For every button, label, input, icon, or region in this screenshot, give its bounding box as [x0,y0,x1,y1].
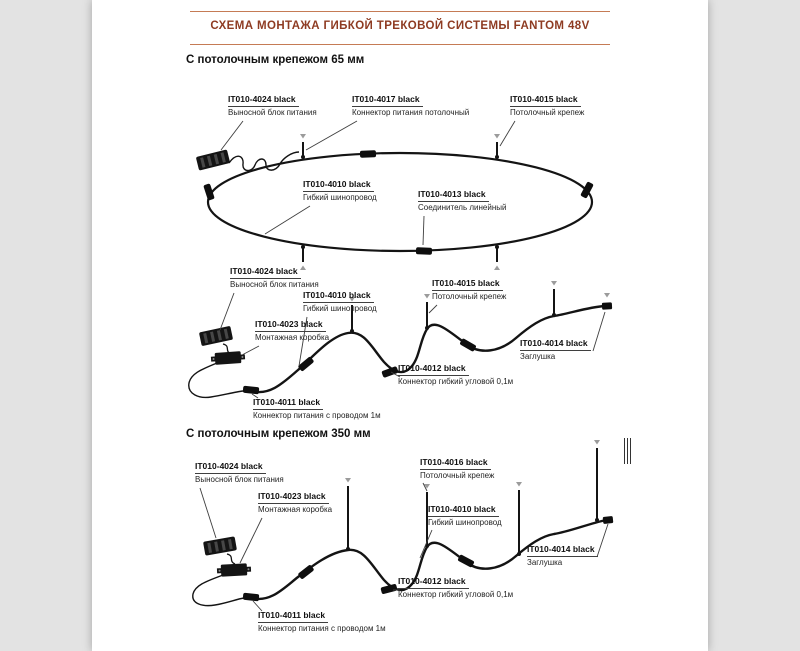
linear-connector-icon [359,150,377,158]
part-description: Коннектор гибкий угловой 0,1м [398,376,514,386]
arrow-icon [604,293,610,298]
ceiling-mount-icon [424,294,430,330]
end-cap-icon [602,515,614,525]
part-number: IT010-4024 black [230,266,301,279]
ceiling-mount-long-icon [345,478,351,551]
part-description: Коннектор гибкий угловой 0,1м [398,589,514,599]
end-cap-icon [601,302,613,310]
title-rule-bottom [190,44,610,45]
flex-track [250,304,607,394]
part-number: IT010-4014 black [520,338,591,351]
ring-track [206,151,594,253]
ceiling-mount-icon [349,297,355,333]
ceiling-mount-icon [494,245,500,270]
ceiling-mount-icon [300,245,306,270]
part-description: Выносной блок питания [230,279,319,289]
part-description: Выносной блок питания [228,107,317,117]
power-supply-icon [203,536,237,556]
power-cord-icon [192,574,245,607]
part-description: Заглушка [520,351,556,361]
power-supply-icon [195,149,231,171]
part-description: Коннектор питания с проводом 1м [258,623,386,633]
part-description: Соединитель линейный [418,202,507,212]
wavy-diagram-65 [188,281,613,399]
part-number: IT010-4016 black [420,457,491,470]
callout-ring-psu: IT010-4024 black Выносной блок питания [228,94,317,117]
power-cable-icon [228,151,300,172]
part-number: IT010-4015 black [510,94,581,107]
part-number: IT010-4010 black [303,179,374,192]
page-title: СХЕМА МОНТАЖА ГИБКОЙ ТРЕКОВОЙ СИСТЕМЫ FA… [210,20,590,32]
part-description: Гибкий шинопровод [303,303,377,313]
callout-350-power-cord-connector: IT010-4011 black Коннектор питания с про… [258,610,386,633]
part-description: Монтажная коробка [258,504,333,514]
coil-cable-icon [222,343,232,355]
callout-65-ceiling-mount: IT010-4015 black Потолочный крепеж [432,278,507,301]
ring-diagram [195,134,594,270]
callout-ring-flex-track: IT010-4010 black Гибкий шинопровод [303,179,377,202]
part-number: IT010-4010 black [303,290,374,303]
barcode [624,438,633,464]
ceiling-mount-long-icon [516,482,522,556]
ceiling-mount-icon [494,134,500,159]
part-description: Потолочный крепеж [432,291,507,301]
callout-350-end-cap: IT010-4014 black Заглушка [527,544,598,567]
part-description: Заглушка [527,557,563,567]
part-number: IT010-4011 black [258,610,329,623]
part-number: IT010-4024 black [195,461,266,474]
callout-65-psu: IT010-4024 black Выносной блок питания [230,266,319,289]
connector-icon [297,564,315,580]
part-description: Гибкий шинопровод [428,517,502,527]
ceiling-mount-long-icon [594,440,600,522]
part-number: IT010-4010 black [428,504,499,517]
part-number: IT010-4015 black [432,278,503,291]
callout-65-flex-track: IT010-4010 black Гибкий шинопровод [303,290,377,313]
power-supply-icon [198,325,234,347]
part-number: IT010-4024 black [228,94,299,107]
callout-ring-ceiling-power-connector: IT010-4017 black Коннектор питания потол… [352,94,470,117]
part-number: IT010-4023 black [258,491,329,504]
ceiling-mount-icon [551,281,557,317]
callout-65-corner-connector: IT010-4012 black Коннектор гибкий углово… [398,363,514,386]
part-description: Потолочный крепеж [510,107,585,117]
power-cord-connector-icon [242,385,260,395]
power-cord-icon [188,362,244,399]
part-number: IT010-4014 black [527,544,598,557]
callout-350-ceiling-mount: IT010-4016 black Потолочный крепеж [420,457,495,480]
part-description: Выносной блок питания [195,474,284,484]
connector-icon [459,337,477,353]
part-number: IT010-4012 black [398,363,469,376]
callout-65-power-cord-connector: IT010-4011 black Коннектор питания с про… [253,397,381,420]
title-rule-top [190,11,610,12]
power-cord-connector-icon [242,592,260,602]
part-description: Монтажная коробка [255,332,330,342]
leader-lines [199,120,609,612]
part-description: Гибкий шинопровод [303,192,377,202]
part-number: IT010-4012 black [398,576,469,589]
linear-connector-icon [415,247,433,255]
callout-350-mounting-box: IT010-4023 black Монтажная коробка [258,491,333,514]
part-number: IT010-4023 black [255,319,326,332]
flex-track [250,518,608,601]
ceiling-mount-icon [300,134,306,159]
callout-65-end-cap: IT010-4014 black Заглушка [520,338,591,361]
part-description: Потолочный крепеж [420,470,495,480]
callout-350-psu: IT010-4024 black Выносной блок питания [195,461,284,484]
callout-65-mounting-box: IT010-4023 black Монтажная коробка [255,319,330,342]
section-heading-65: С потолочным крепежом 65 мм [186,54,365,66]
section-heading-350: С потолочным крепежом 350 мм [186,428,371,440]
coil-cable-icon [226,553,236,565]
part-number: IT010-4011 black [253,397,324,410]
callout-350-flex-track: IT010-4010 black Гибкий шинопровод [428,504,502,527]
part-number: IT010-4013 black [418,189,489,202]
paper [92,0,708,651]
part-number: IT010-4017 black [352,94,423,107]
callout-ring-linear-connector: IT010-4013 black Соединитель линейный [418,189,507,212]
part-description: Коннектор питания потолочный [352,107,470,117]
callout-ring-ceiling-mount: IT010-4015 black Потолочный крепеж [510,94,585,117]
callout-350-corner-connector: IT010-4012 black Коннектор гибкий углово… [398,576,514,599]
connector-icon [457,554,475,568]
part-description: Коннектор питания с проводом 1м [253,410,381,420]
